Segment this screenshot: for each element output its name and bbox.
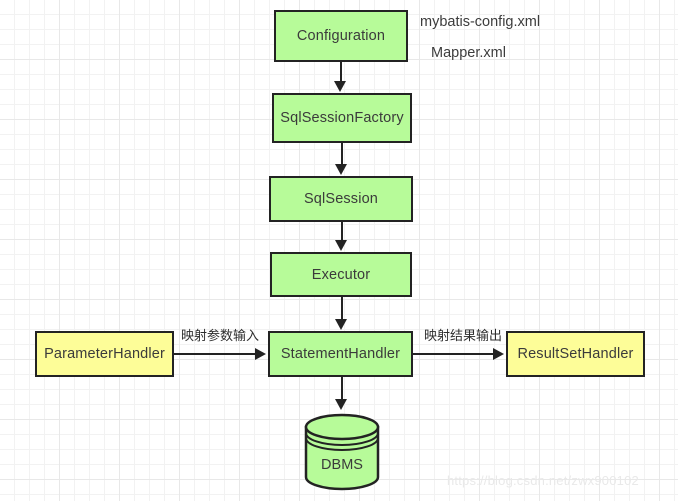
node-parameterhandler[interactable]: ParameterHandler <box>35 331 174 377</box>
node-sqlsessionfactory-label: SqlSessionFactory <box>280 110 404 126</box>
edge-statementhandler-resultsethandler-line <box>413 353 494 355</box>
node-resultsethandler-label: ResultSetHandler <box>517 346 634 362</box>
node-executor[interactable]: Executor <box>270 252 412 297</box>
edge-label-result-output: 映射结果输出 <box>424 328 503 343</box>
edge-statementhandler-resultsethandler-arrow <box>493 348 504 360</box>
node-executor-label: Executor <box>311 266 371 283</box>
edge-label-param-input: 映射参数输入 <box>181 328 260 343</box>
note-mapper-xml: Mapper.xml <box>431 45 506 61</box>
edge-parameterhandler-statementhandler-line <box>174 353 256 355</box>
note-mybatis-config-xml: mybatis-config.xml <box>420 14 541 30</box>
edge-executor-statementhandler-line <box>341 297 343 320</box>
edge-sqlsession-executor-line <box>341 222 343 241</box>
node-dbms[interactable]: DBMS <box>303 413 381 493</box>
edge-executor-statementhandler-arrow <box>335 319 347 330</box>
edge-configuration-sqlsessionfactory-line <box>340 62 342 83</box>
node-resultsethandler[interactable]: ResultSetHandler <box>506 331 645 377</box>
node-sqlsession-label: SqlSession <box>303 191 379 207</box>
edge-statementhandler-dbms-line <box>341 377 343 400</box>
node-sqlsessionfactory[interactable]: SqlSessionFactory <box>272 93 412 143</box>
edge-statementhandler-dbms-arrow <box>335 399 347 410</box>
node-configuration[interactable]: Configuration <box>274 10 408 62</box>
watermark-text: https://blog.csdn.net/zwx900102 <box>447 473 639 488</box>
edge-sqlsessionfactory-sqlsession-line <box>341 143 343 165</box>
node-configuration-label: Configuration <box>296 28 386 44</box>
node-statementhandler-label: StatementHandler <box>280 346 401 362</box>
edge-sqlsession-executor-arrow <box>335 240 347 251</box>
node-statementhandler[interactable]: StatementHandler <box>268 331 413 377</box>
database-cylinder-icon <box>304 413 380 491</box>
node-parameterhandler-label: ParameterHandler <box>44 346 165 362</box>
node-sqlsession[interactable]: SqlSession <box>269 176 413 222</box>
edge-sqlsessionfactory-sqlsession-arrow <box>335 164 347 175</box>
edge-parameterhandler-statementhandler-arrow <box>255 348 266 360</box>
edge-configuration-sqlsessionfactory-arrow <box>334 81 346 92</box>
